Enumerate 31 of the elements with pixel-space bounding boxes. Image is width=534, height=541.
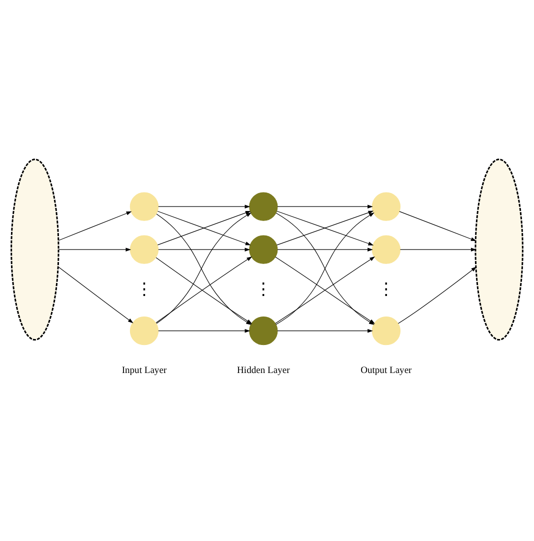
label: ⋮ — [255, 278, 272, 298]
arrow — [158, 204, 250, 208]
node-circle — [249, 316, 278, 346]
label: Hidden Layer — [237, 365, 290, 376]
label: Input Layer — [122, 365, 167, 376]
arrow — [398, 266, 477, 324]
node-circle — [372, 192, 401, 221]
arrow — [158, 328, 250, 333]
arrow — [277, 248, 373, 252]
arrow — [58, 248, 132, 252]
arrow — [277, 204, 373, 208]
arrow — [400, 248, 476, 252]
node-ellipse — [10, 158, 60, 341]
arrow — [399, 211, 476, 242]
arrow — [58, 266, 134, 324]
label: ⋮ — [136, 278, 153, 298]
node-circle — [130, 316, 159, 346]
arrow — [157, 210, 251, 246]
label: ⋮ — [378, 278, 395, 298]
arrow — [58, 211, 132, 241]
node-circle — [130, 192, 159, 221]
node-circle — [372, 316, 401, 346]
label: Output Layer — [360, 365, 412, 376]
node-circle — [372, 235, 401, 264]
arrow — [276, 210, 374, 246]
node-circle — [249, 235, 278, 264]
node-circle — [249, 192, 278, 221]
arrow — [158, 248, 250, 252]
arrow — [277, 328, 373, 333]
node-circle — [130, 235, 159, 264]
node-ellipse — [474, 158, 524, 341]
